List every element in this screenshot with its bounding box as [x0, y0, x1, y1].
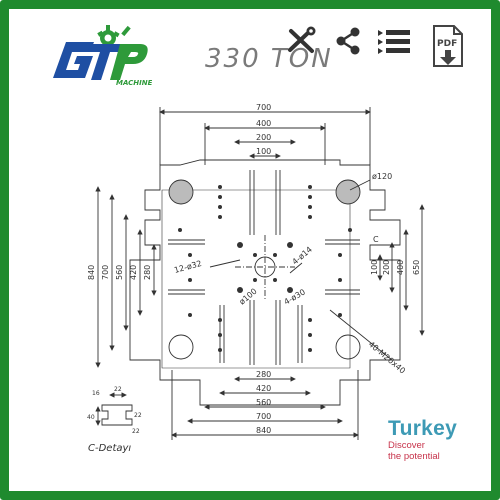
right-dim-100: 100 — [370, 260, 379, 275]
right-dim-400: 400 — [396, 260, 405, 275]
turkey-word: Turkey — [388, 417, 458, 440]
detail-dim-40: 40 — [87, 414, 95, 421]
left-dim-700: 700 — [101, 265, 110, 280]
bottom-dim-700: 700 — [256, 412, 271, 421]
list-icon[interactable] — [376, 28, 412, 60]
top-dim-700: 700 — [256, 103, 271, 112]
platen-drawing: 700 400 200 100 840 700 560 420 280 100 … — [40, 95, 460, 490]
top-dim-400: 400 — [256, 119, 271, 128]
left-dim-840: 840 — [87, 265, 96, 280]
detail-dim-22b: 22 — [134, 412, 142, 419]
bottom-dim-840: 840 — [256, 426, 271, 435]
turkey-tag-line1: Discover — [388, 440, 425, 451]
turkey-tag-line2: the potential — [388, 451, 440, 462]
share-icon[interactable] — [335, 26, 361, 60]
tools-icon[interactable] — [284, 26, 318, 60]
top-dim-200: 200 — [256, 133, 271, 142]
left-dim-280: 280 — [143, 265, 152, 280]
pdf-download-icon[interactable]: PDF — [431, 24, 465, 74]
pdf-label: PDF — [437, 39, 457, 49]
right-dim-200: 200 — [382, 260, 391, 275]
left-dim-420: 420 — [129, 265, 138, 280]
detail-dim-16: 16 — [92, 390, 100, 397]
callout-holes-12: 12-ø32 — [173, 259, 203, 275]
callout-dia-120: ø120 — [372, 172, 392, 181]
bottom-dim-280: 280 — [256, 370, 271, 379]
top-dim-100: 100 — [256, 147, 271, 156]
detail-dim-22a: 22 — [114, 386, 122, 393]
right-dim-650: 650 — [412, 260, 421, 275]
bottom-dim-420: 420 — [256, 384, 271, 393]
bottom-dim-560: 560 — [256, 398, 271, 407]
left-dim-560: 560 — [115, 265, 124, 280]
gtp-machine-logo: MACHINE — [36, 22, 153, 88]
callout-holes-4-lower: 4-ø30 — [283, 287, 307, 306]
detail-label: C-Detayı — [88, 443, 131, 454]
logo-subtitle: MACHINE — [116, 79, 152, 87]
callout-threads: 40-M20x40 — [367, 340, 407, 376]
callout-c-mark: C — [373, 235, 379, 244]
detail-dim-22c: 22 — [132, 428, 140, 435]
turkey-brand: Turkey Discover the potential — [388, 418, 468, 468]
